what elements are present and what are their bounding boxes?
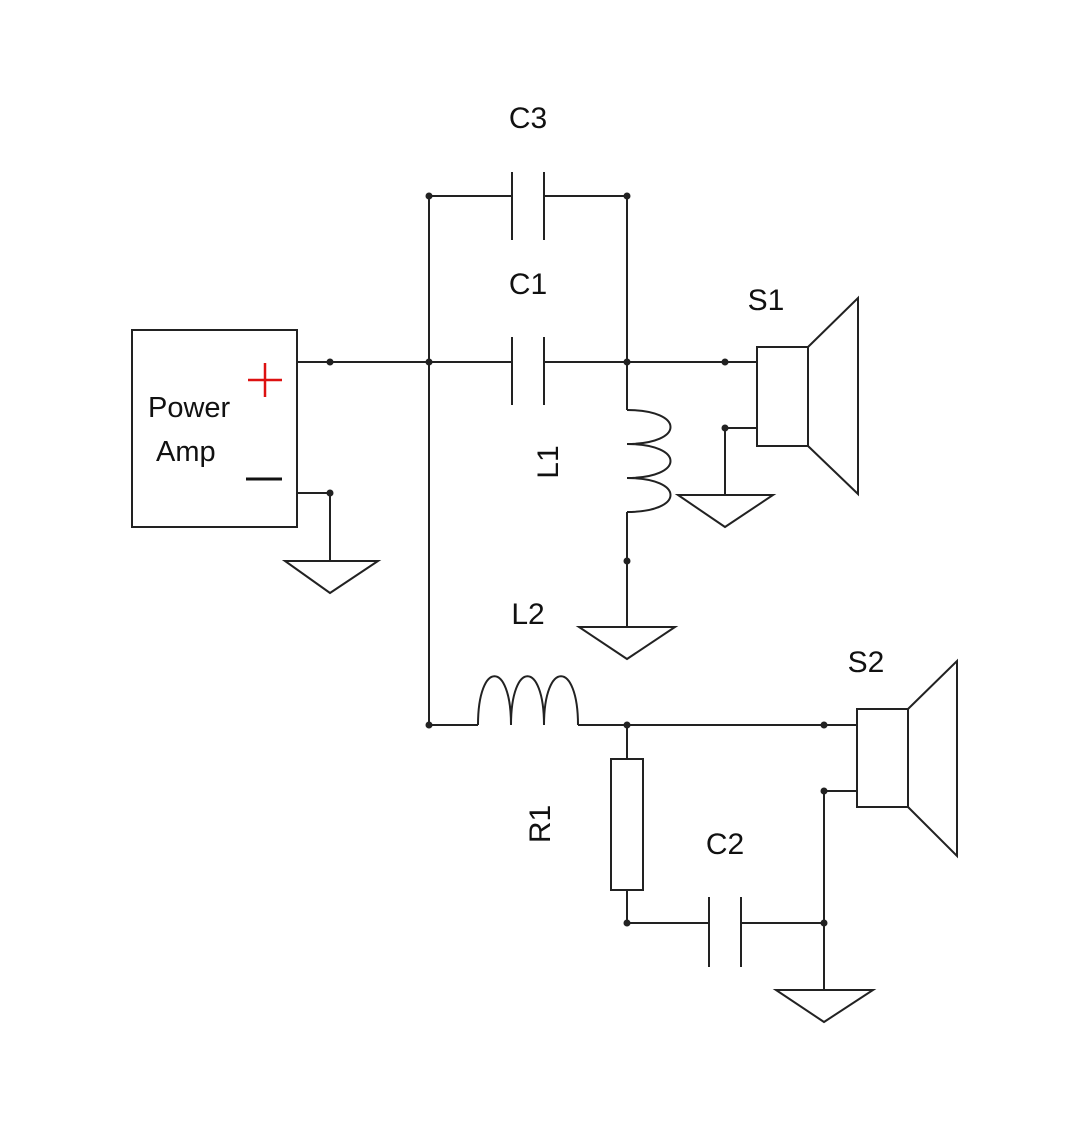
junction-dots [326, 192, 828, 927]
speaker-s1: S1 [748, 284, 859, 497]
ground-icon [674, 494, 777, 529]
label-c1: C1 [509, 268, 547, 301]
plus-terminal-icon [248, 363, 282, 397]
power-amp-box [131, 329, 298, 528]
resistor-r1: R1 [524, 758, 644, 891]
label-l2: L2 [511, 598, 544, 631]
capacitor-c3: C3 [509, 102, 547, 240]
power-amp-label-line2: Amp [156, 436, 216, 468]
inductor-icon [626, 409, 672, 513]
resistor-icon [610, 758, 644, 891]
label-c2: C2 [706, 828, 744, 861]
capacitor-c1: C1 [509, 268, 547, 405]
power-amp-label-line1: Power [148, 392, 231, 424]
ground-s2 [772, 989, 877, 1024]
ground-s1 [674, 494, 777, 529]
ground-icon [575, 626, 679, 661]
inductor-l2: L2 [477, 598, 579, 726]
ground-l1 [575, 626, 679, 661]
ground-icon [772, 989, 877, 1024]
capacitor-icon [708, 897, 742, 967]
label-l1: L1 [532, 445, 565, 478]
speaker-s2: S2 [848, 646, 958, 859]
inductor-icon [477, 675, 579, 726]
speaker-icon [756, 295, 859, 497]
power-amp: Power Amp [131, 329, 298, 528]
inductor-l1: L1 [532, 409, 672, 513]
label-s2: S2 [848, 646, 885, 679]
speaker-icon [856, 658, 958, 859]
capacitor-c2: C2 [706, 828, 744, 967]
label-s1: S1 [748, 284, 785, 317]
ground-amp [281, 560, 382, 595]
capacitor-icon [511, 172, 545, 240]
wires [297, 195, 857, 990]
label-c3: C3 [509, 102, 547, 135]
ground-icon [281, 560, 382, 595]
label-r1: R1 [524, 805, 557, 843]
capacitor-icon [511, 337, 545, 405]
